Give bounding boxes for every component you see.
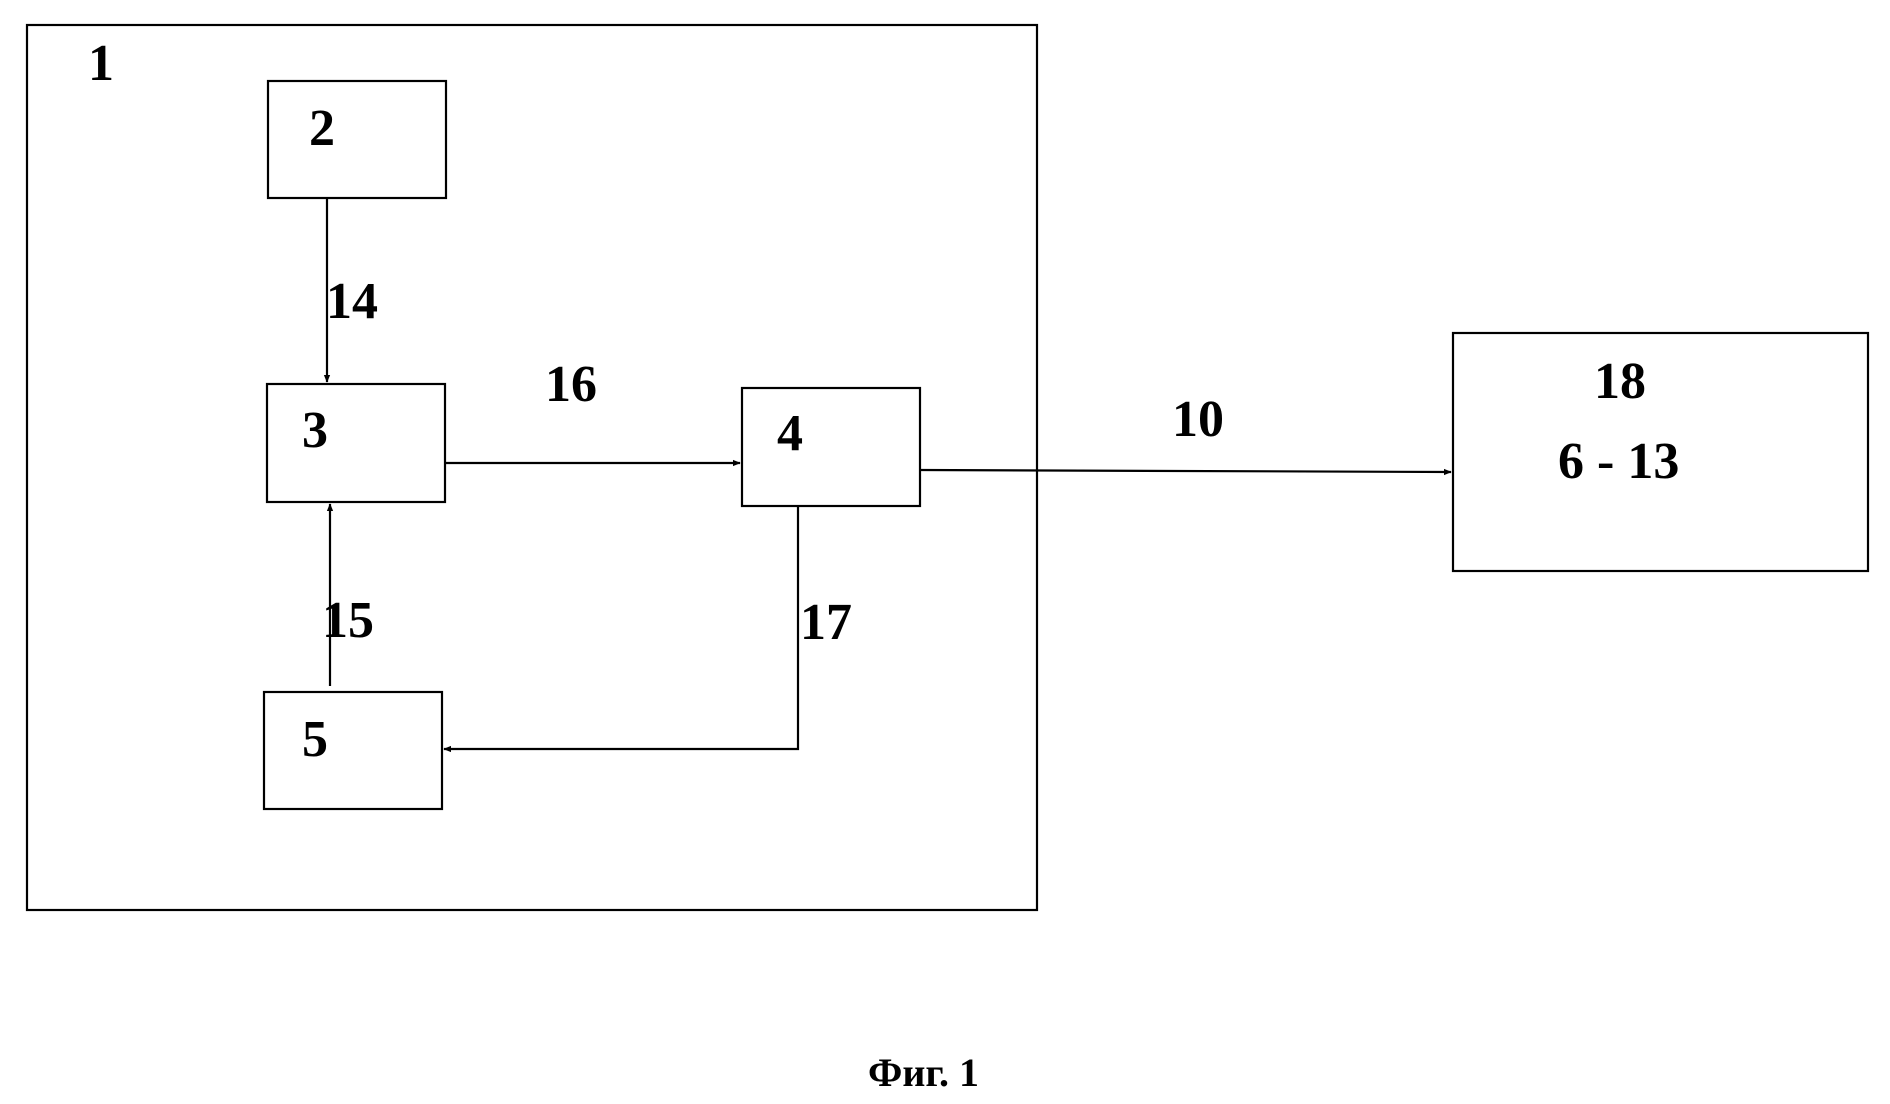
block-18-range-label: 6 - 13: [1558, 433, 1679, 490]
block-4: [742, 388, 920, 506]
block-5: [264, 692, 442, 809]
block-2: [268, 81, 446, 198]
block-18-label: 18: [1594, 353, 1646, 410]
outer-block-label: 1: [88, 35, 114, 92]
connector-16-label: 16: [545, 356, 597, 413]
connector-17-label: 17: [800, 594, 852, 651]
connector-14-label: 14: [326, 273, 378, 330]
figure-caption: Фиг. 1: [868, 1050, 979, 1095]
block-5-label: 5: [302, 711, 328, 768]
connector-10-label: 10: [1172, 391, 1224, 448]
block-2-label: 2: [309, 100, 335, 157]
block-4-label: 4: [777, 405, 803, 462]
connector-15-label: 15: [322, 592, 374, 649]
block-3: [267, 384, 445, 502]
block-3-label: 3: [302, 402, 328, 459]
